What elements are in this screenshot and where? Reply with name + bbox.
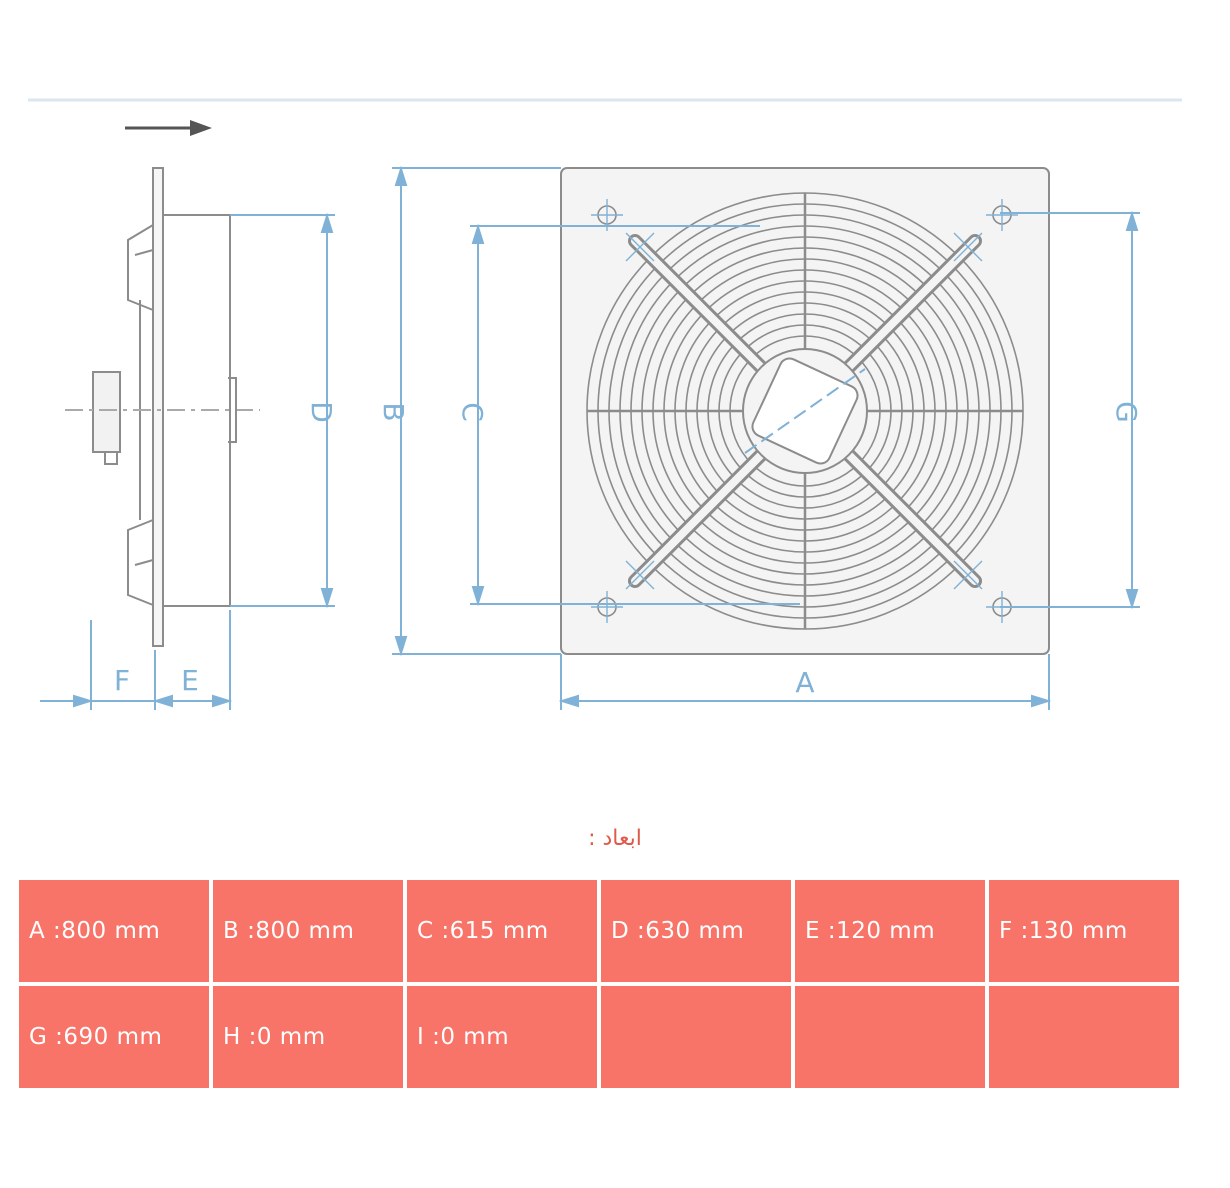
table-cell	[795, 986, 985, 1088]
drawing-svg: D F E B C G	[28, 98, 1182, 710]
bolt-mark	[953, 232, 983, 262]
table-cell: F :130 mm	[989, 880, 1179, 982]
bolt-mark	[953, 560, 983, 590]
dimension-b	[392, 165, 561, 657]
hub-axis	[744, 368, 866, 454]
table-cell: I :0 mm	[407, 986, 597, 1088]
dimension-c	[470, 223, 800, 607]
bolt-mark	[625, 560, 655, 590]
dimension-f-e	[40, 610, 233, 710]
table-cell: G :690 mm	[19, 986, 209, 1088]
label-f: F	[114, 664, 130, 697]
table-cell: D :630 mm	[601, 880, 791, 982]
support-arm-inner	[843, 449, 979, 585]
support-arm-inner	[631, 237, 767, 373]
side-view	[65, 167, 260, 647]
table-cell: E :120 mm	[795, 880, 985, 982]
bolt-mark	[625, 232, 655, 262]
table-cell: C :615 mm	[407, 880, 597, 982]
table-cell: B :800 mm	[213, 880, 403, 982]
table-cell	[601, 986, 791, 1088]
dimension-d	[230, 212, 335, 609]
dimension-a	[558, 654, 1052, 710]
label-c: C	[456, 402, 489, 422]
label-b: B	[377, 402, 410, 421]
support-arm-inner	[631, 449, 767, 585]
label-e: E	[181, 664, 199, 697]
airflow-arrow-icon	[125, 120, 212, 136]
label-g: G	[1110, 401, 1143, 423]
table-cell: A :800 mm	[19, 880, 209, 982]
table-cell: H :0 mm	[213, 986, 403, 1088]
fan-dimension-drawing: D F E B C G	[28, 98, 1182, 710]
table-row: G :690 mm H :0 mm I :0 mm	[19, 986, 1179, 1088]
table-cell	[989, 986, 1179, 1088]
table-row: A :800 mm B :800 mm C :615 mm D :630 mm …	[19, 880, 1179, 982]
dimensions-table: A :800 mm B :800 mm C :615 mm D :630 mm …	[15, 876, 1183, 1092]
dimension-g	[1000, 210, 1140, 610]
fan-guard	[586, 192, 1024, 630]
support-arm-inner	[843, 237, 979, 373]
label-d: D	[305, 401, 338, 423]
label-a: A	[795, 666, 814, 699]
dimensions-heading: ابعاد :	[588, 826, 642, 851]
